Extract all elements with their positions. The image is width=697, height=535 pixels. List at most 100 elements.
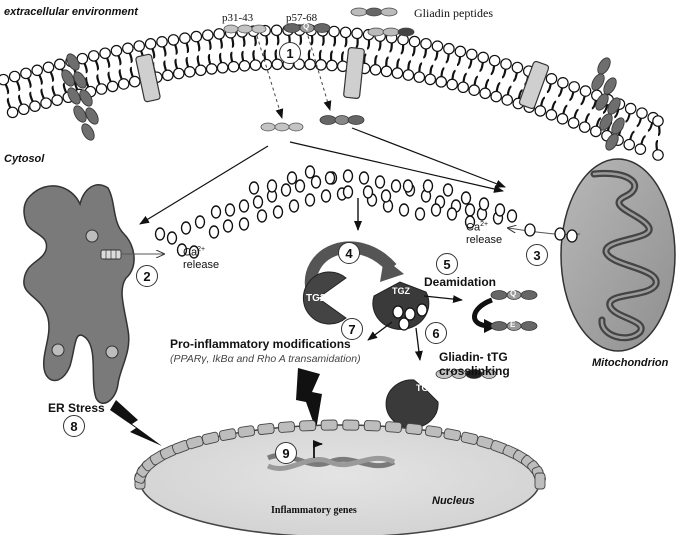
lipid-head (201, 29, 214, 41)
lipid-head (161, 69, 174, 82)
lipid-head (183, 66, 196, 78)
calcium-ion (222, 219, 234, 233)
lipid-head (42, 61, 55, 74)
calcium-ion (166, 231, 178, 245)
lipid-head (424, 73, 437, 86)
calcium-ion (342, 169, 354, 183)
lipid-head (490, 90, 502, 103)
gliadin-peptides-cluster (350, 7, 415, 37)
calcium-ion (304, 165, 316, 179)
lipid-head (110, 44, 123, 57)
lipid-head (634, 143, 647, 155)
lipid-head (122, 42, 134, 55)
crosslinking-arrow (414, 327, 423, 361)
peptide-e (490, 321, 538, 331)
mito-ion (554, 227, 566, 241)
transcription-arrow (313, 440, 323, 458)
arrow-to-er (139, 145, 269, 225)
mito-ca-release-label: Ca2+ release (466, 221, 503, 247)
lipid-head (408, 35, 421, 48)
lipid-head (213, 28, 226, 40)
lipid-head (624, 102, 637, 115)
calcium-ion (248, 181, 260, 195)
calcium-ion (324, 171, 336, 185)
lipid-head (29, 100, 41, 112)
calcium-ion (494, 203, 506, 217)
lipid-head (590, 125, 602, 138)
arrow-to-mito-left (289, 141, 504, 193)
endoplasmic-reticulum (23, 184, 135, 404)
lipid-head (402, 69, 415, 81)
lipid-head (271, 58, 284, 71)
nuclear-pore (257, 422, 275, 435)
deamidation-arrow (423, 295, 463, 304)
nuclear-pore (277, 421, 296, 433)
arrow-to-mito-right (351, 127, 506, 188)
lipid-head (238, 60, 251, 72)
lipid-head (351, 27, 363, 40)
step-7-marker: 7 (341, 318, 363, 340)
lipid-head (156, 36, 168, 48)
step-5-marker: 5 (436, 253, 458, 275)
calcium-ion (154, 227, 166, 241)
lipid-head (578, 121, 591, 133)
gliadin-peptides-label: Gliadin peptides (414, 6, 493, 20)
lipid-head (652, 115, 664, 127)
lipid-head (435, 76, 448, 88)
calcium-ion (208, 225, 220, 239)
internalized-p31-43 (260, 122, 304, 132)
calcium-ion (194, 215, 206, 229)
tg2-label: TG2 (306, 293, 326, 304)
calcium-ion (398, 203, 410, 217)
lipid-head (534, 105, 547, 117)
nuclear-pores (134, 419, 546, 490)
lipid-head (380, 65, 393, 78)
lipid-head (8, 70, 21, 83)
lipid-head (99, 47, 111, 60)
nuclear-pore (443, 428, 461, 441)
calcium-ion (362, 185, 374, 199)
plasma-membrane (0, 24, 664, 161)
mito-ion (524, 223, 536, 237)
nuclear-pore (342, 419, 360, 431)
q-label: Q (510, 289, 517, 298)
calcium-ion (256, 209, 268, 223)
lipid-head (477, 51, 490, 64)
nucleus (134, 419, 546, 535)
lipid-head (260, 58, 273, 71)
mitochondrion (560, 158, 676, 352)
lipid-head (500, 58, 512, 70)
calcium-ion (414, 207, 426, 221)
peptide-p57-68 (283, 23, 331, 33)
lipid-head (328, 25, 340, 38)
e-label: E (510, 320, 516, 329)
lipid-head (315, 59, 327, 71)
lipid-head (128, 75, 141, 88)
er-stress-bolt (110, 400, 162, 446)
calcium-ion (294, 179, 306, 193)
calcium-ion (238, 217, 250, 231)
calcium-ion (342, 185, 354, 199)
calcium-ion (280, 183, 292, 197)
lipid-head (31, 64, 43, 77)
lipid-head (40, 97, 52, 109)
lipid-head (636, 107, 648, 119)
lipid-head (420, 37, 432, 50)
proinflammatory-arrow (367, 321, 393, 341)
lipid-head (20, 67, 32, 80)
mito-ion (566, 229, 578, 243)
lipid-head (95, 83, 108, 95)
calcium-ion (464, 203, 476, 217)
lipid-head (479, 87, 491, 100)
lipid-head (172, 67, 185, 80)
nucleus-label: Nucleus (432, 495, 475, 507)
lipid-head (579, 85, 592, 97)
lipid-head (501, 94, 514, 106)
tg2-inactive (302, 271, 347, 325)
lipid-head (304, 58, 316, 71)
calcium-ion (446, 207, 458, 221)
lipid-head (443, 42, 455, 55)
lipid-head (227, 60, 240, 73)
